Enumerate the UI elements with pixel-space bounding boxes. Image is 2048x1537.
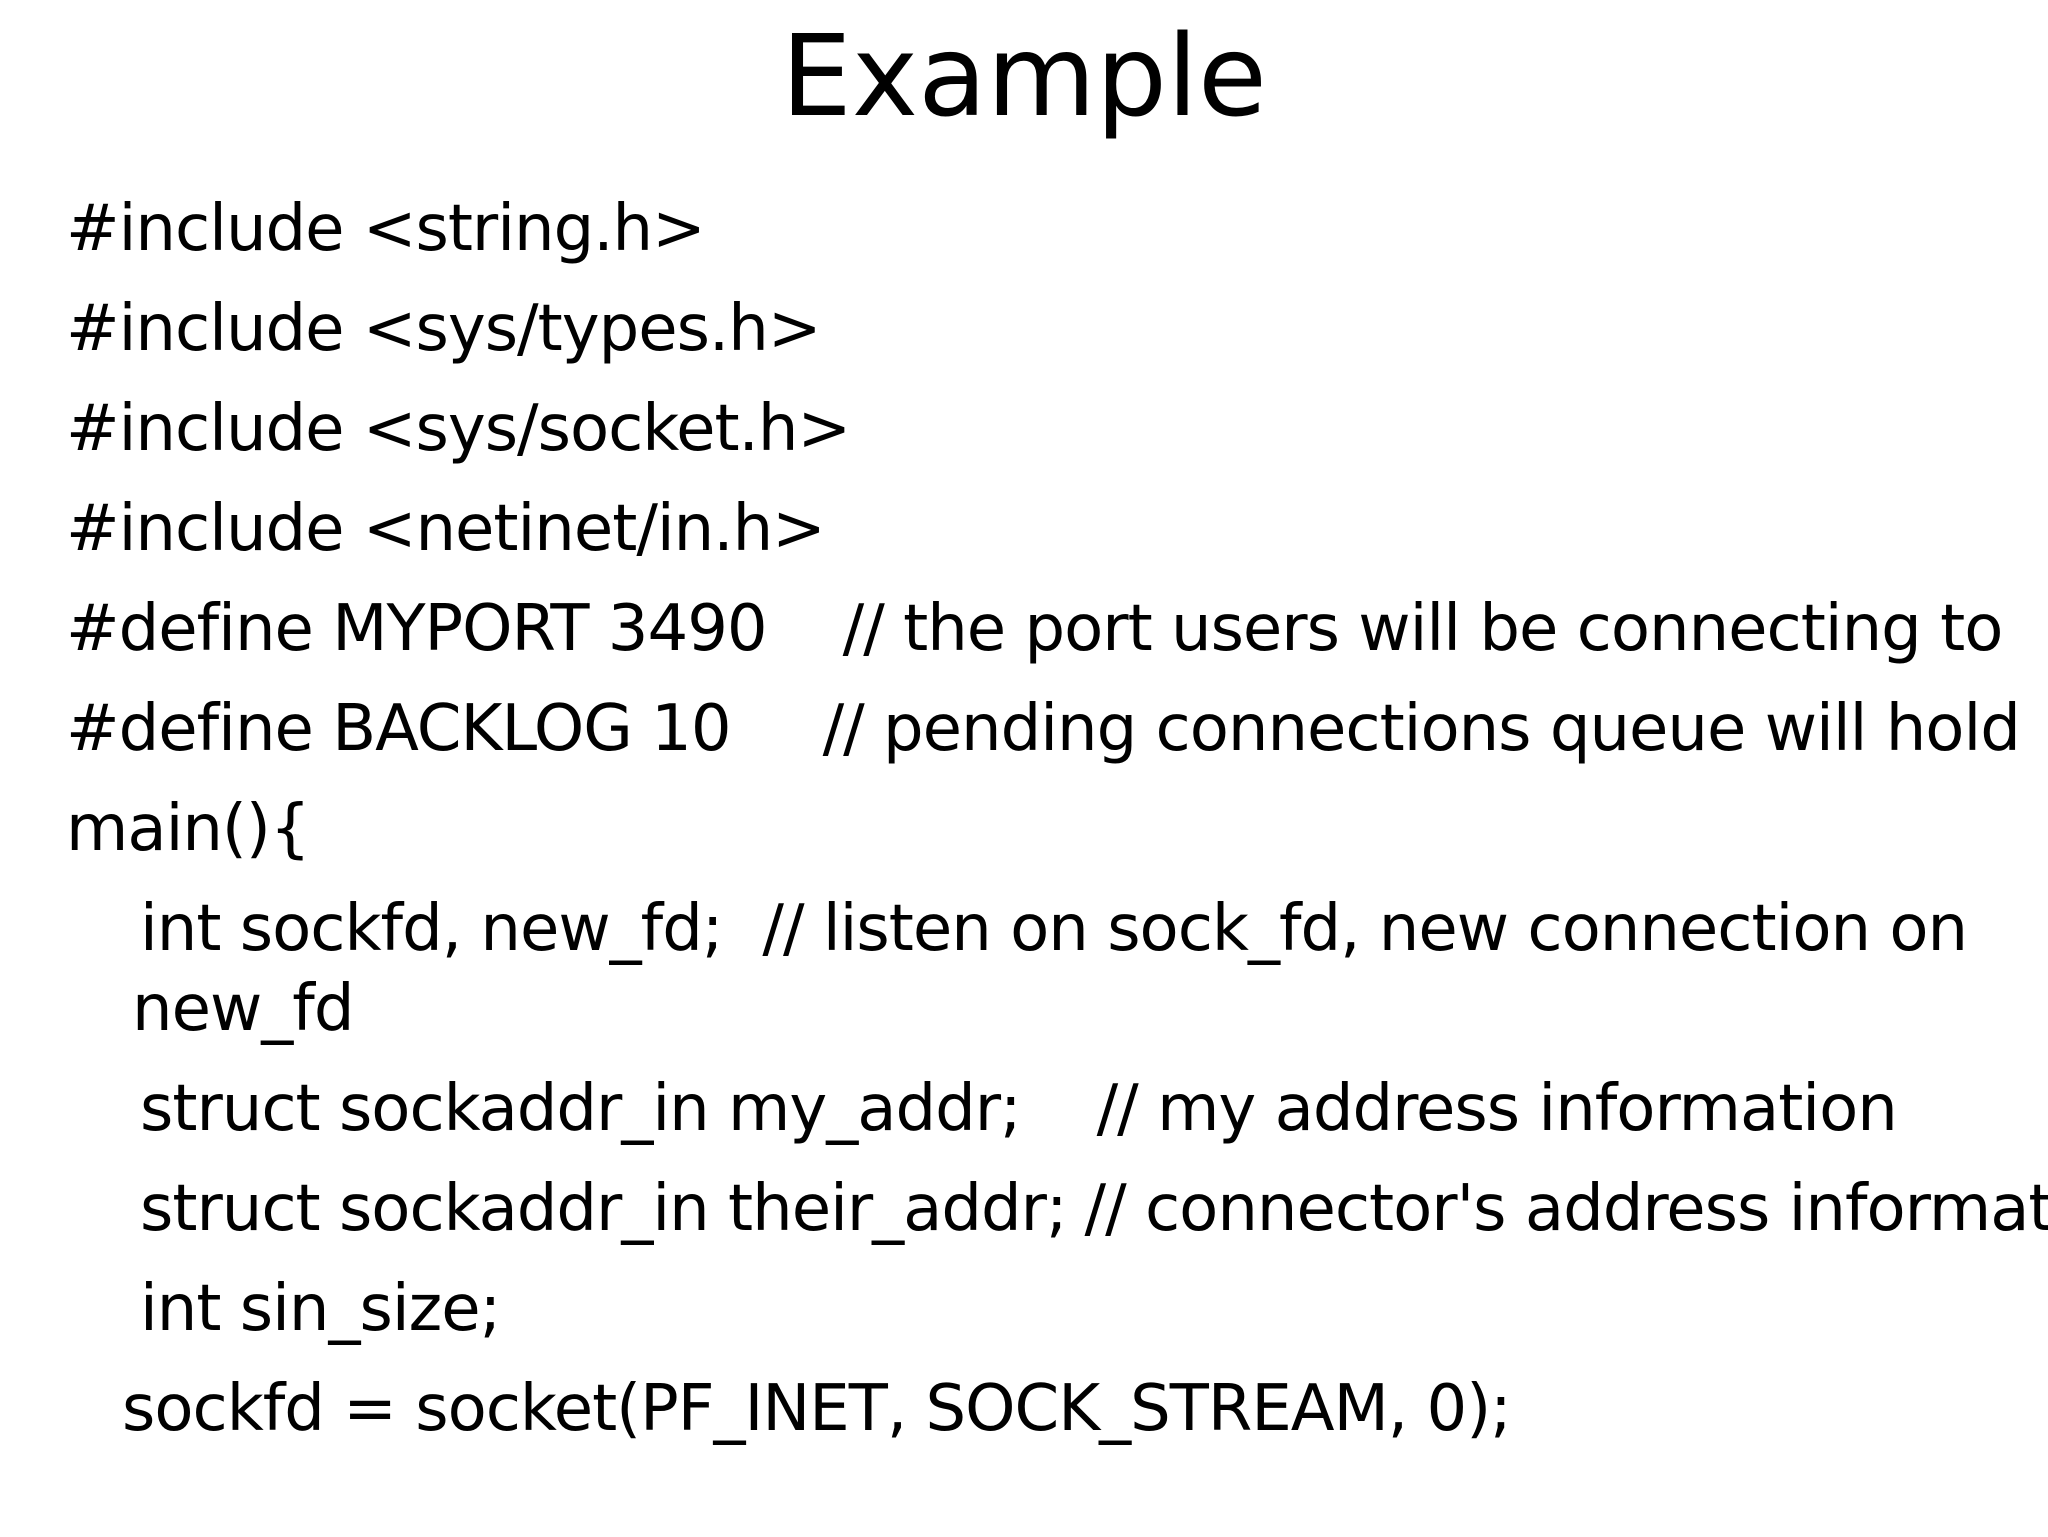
code-text: struct sockaddr_in their_addr; — [140, 1172, 1067, 1246]
code-line-define-myport: #define MYPORT 3490 // the port users wil… — [66, 590, 2004, 668]
code-line-include-sys-socket: #include <sys/socket.h> — [66, 390, 851, 468]
code-text: #include <sys/types.h> — [66, 292, 821, 366]
code-comment: // connector's address information — [1084, 1172, 2048, 1246]
code-line-continuation: new_fd — [132, 970, 354, 1048]
code-line-int-sockfd: int sockfd, new_fd; // listen on sock_fd,… — [140, 890, 1968, 968]
code-text: #include <string.h> — [66, 192, 706, 266]
code-text: int sin_size; — [140, 1272, 501, 1346]
code-line-socket-call: sockfd = socket(PF_INET, SOCK_STREAM, 0)… — [122, 1370, 1512, 1448]
slide-title: Example — [781, 12, 1267, 142]
code-line-main: main(){ — [66, 790, 311, 868]
code-text: #define BACKLOG 10 — [66, 692, 732, 766]
code-line-struct-my-addr: struct sockaddr_in my_addr; // my address… — [140, 1070, 1898, 1148]
code-line-include-netinet-in: #include <netinet/in.h> — [66, 490, 826, 568]
code-line-define-backlog: #define BACKLOG 10 // pending connections… — [66, 690, 2021, 768]
code-text: #include <netinet/in.h> — [66, 492, 826, 566]
code-text: struct sockaddr_in my_addr; — [140, 1072, 1022, 1146]
code-text: #define MYPORT 3490 — [66, 592, 768, 666]
code-text: #include <sys/socket.h> — [66, 392, 851, 466]
code-text: sockfd = socket(PF_INET, SOCK_STREAM, 0)… — [122, 1372, 1512, 1446]
code-comment: // listen on sock_fd, new connection on — [762, 892, 1968, 966]
code-comment: // the port users will be connecting to — [842, 592, 2004, 666]
code-comment-continuation: new_fd — [132, 972, 354, 1046]
code-text: main(){ — [66, 792, 311, 866]
code-comment: // pending connections queue will hold — [822, 692, 2021, 766]
code-comment: // my address information — [1096, 1072, 1898, 1146]
code-line-int-sin-size: int sin_size; — [140, 1270, 501, 1348]
code-line-include-string: #include <string.h> — [66, 190, 706, 268]
code-text: int sockfd, new_fd; — [140, 892, 723, 966]
code-line-include-sys-types: #include <sys/types.h> — [66, 290, 821, 368]
code-line-struct-their-addr: struct sockaddr_in their_addr;// connect… — [140, 1170, 2048, 1248]
